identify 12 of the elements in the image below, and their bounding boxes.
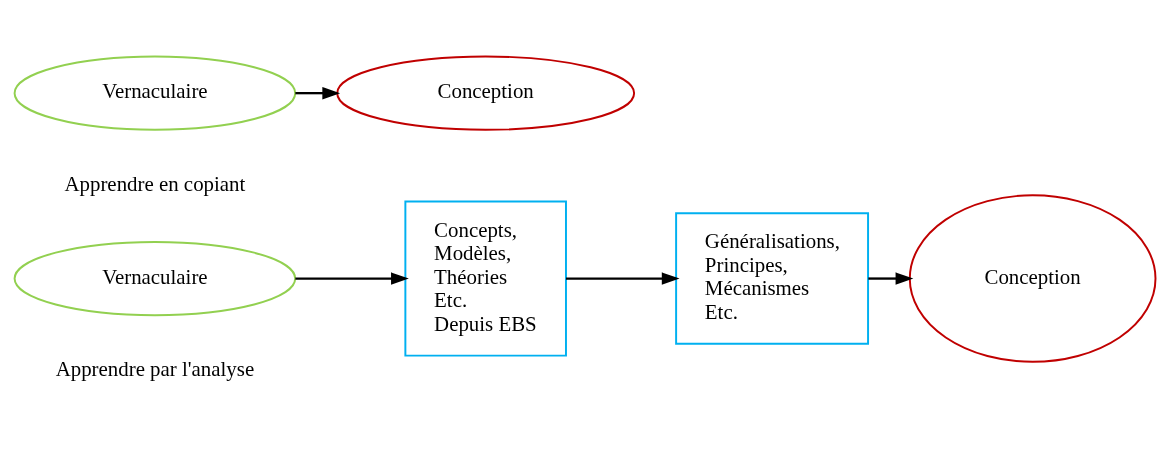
node-ellipse: Vernaculaire	[13, 240, 297, 317]
node-box: Généralisations, Principes, Mécanismes Etc.	[675, 212, 870, 345]
label: Apprendre en copiant	[64, 171, 246, 196]
arrow	[295, 86, 341, 100]
arrow	[566, 272, 680, 285]
arrow	[868, 272, 914, 285]
node-box: Concepts, Modèles, Théories Etc. Depuis EBS	[404, 200, 567, 357]
node-ellipse: Conception	[908, 194, 1157, 363]
arrow	[295, 272, 409, 285]
node-ellipse: Conception	[336, 55, 636, 131]
label: Apprendre par l'analyse	[55, 357, 255, 382]
node-ellipse: Vernaculaire	[13, 55, 297, 131]
